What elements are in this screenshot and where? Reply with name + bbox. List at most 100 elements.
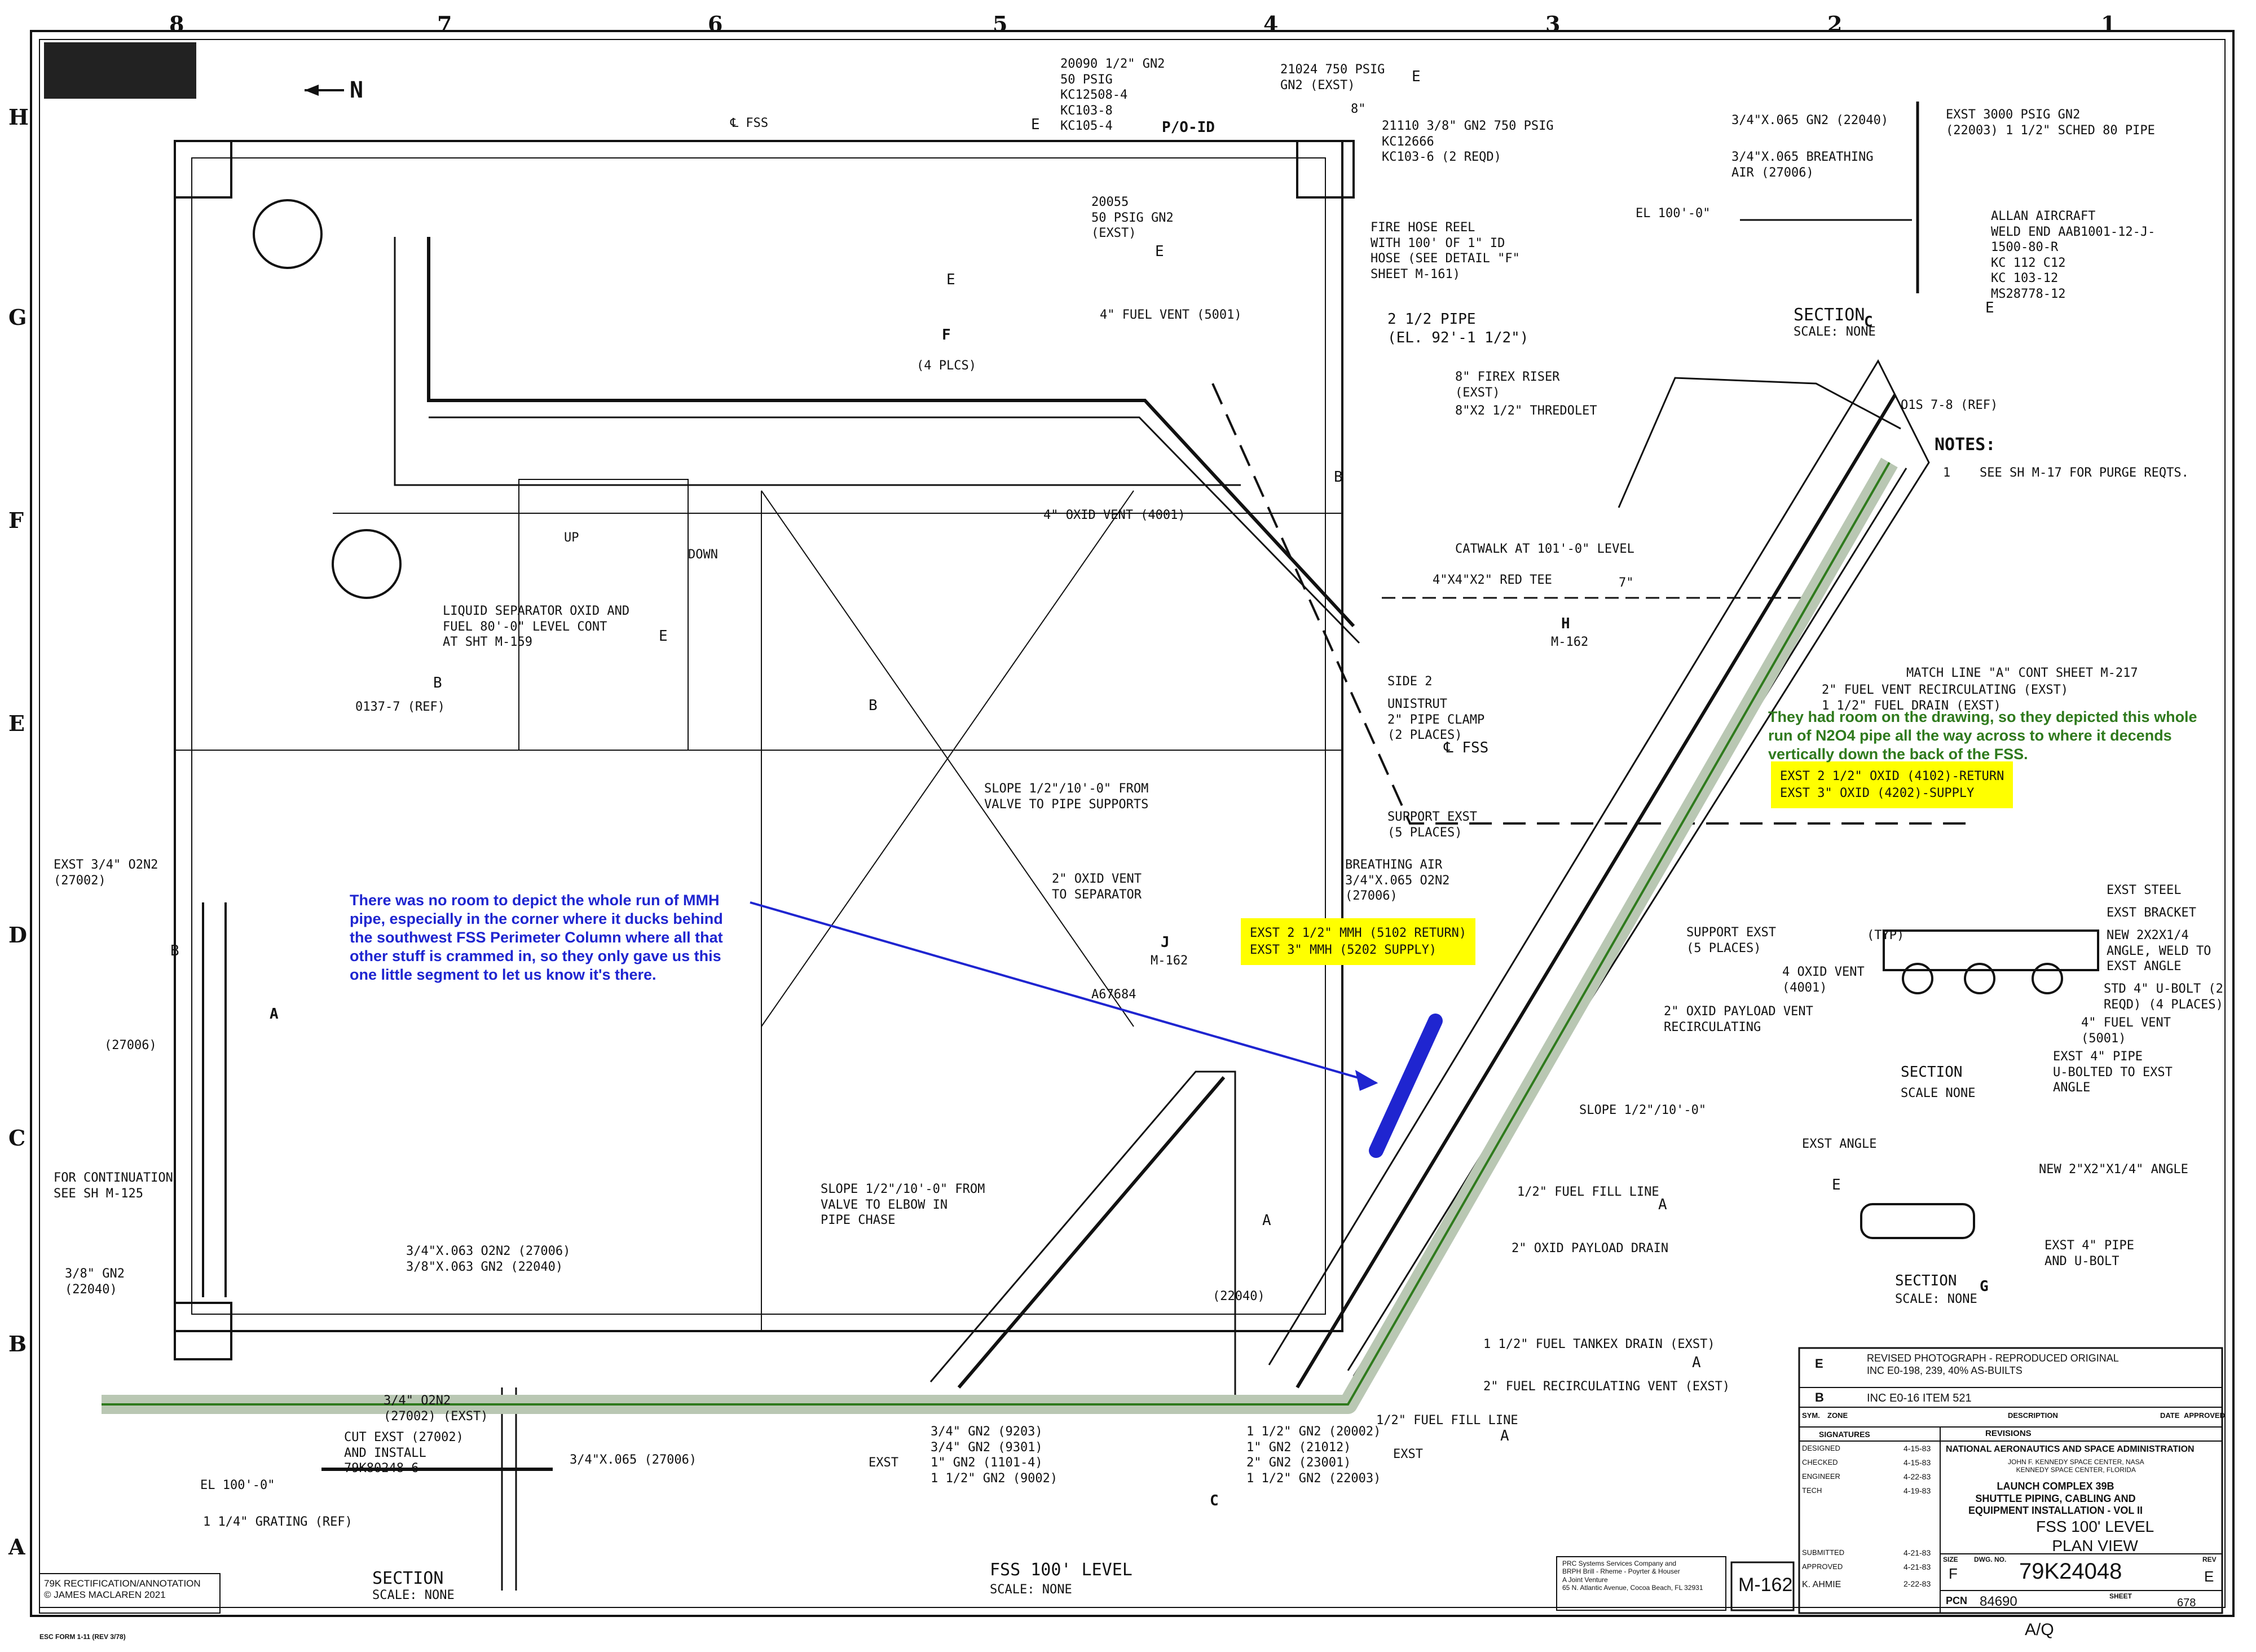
exst-4-pipe-2-label: EXST 4" PIPE AND U-BOLT [2044,1239,2134,1268]
section-a-scale: SCALE: NONE [372,1588,455,1602]
rev-marker-b: B [1334,469,1343,486]
a67684-label: A67684 [1091,988,1136,1002]
section-g-title: SECTION [1895,1272,1957,1289]
rev-b-sym: B [1815,1390,1824,1404]
fuel-fill-line-label: 1/2" FUEL FILL LINE [1517,1185,1659,1199]
col-mark-8: 8 [169,11,184,37]
rev-marker-b: B [433,675,442,691]
exst-left-list: 3/4" GN2 (9203) 3/4" GN2 (9301) 1" GN2 (… [931,1425,1058,1486]
firex-riser-label: 8" FIREX RISER (EXST) [1455,370,1560,400]
side-2-label: SIDE 2 [1387,675,1433,689]
sig-approved: APPROVED [1802,1562,1843,1571]
dwg-no-label: DWG. NO. [1974,1556,2007,1563]
sig-engineer: ENGINEER [1802,1472,1840,1481]
description-header: DESCRIPTION [2008,1411,2058,1420]
dim-8-label: 8" [1351,102,1366,116]
callout-g: G [1980,1278,1989,1295]
rev-e-sym: E [1815,1356,1823,1371]
dim-7-label: 7" [1619,576,1634,590]
oxid-highlight-box: EXST 2 1/2" OXID (4102)-RETURN EXST 3" O… [1771,761,2013,809]
row-mark-d: D [8,922,27,948]
section-c-title: SECTION [1794,305,1865,325]
rev-marker-e: E [1412,68,1421,85]
rev-marker-e: E [1031,116,1040,133]
rev-marker-b: B [170,942,179,959]
pcn-label: PCN [1946,1595,1968,1606]
gn2-20040-label: (22040) [1213,1289,1265,1303]
gn2-22040-top-label: 3/4"x.065 GN2 (22040) [1731,113,1889,127]
n27006-label: (27006) [104,1038,157,1052]
gn2-20055-label: 20055 50 PSIG GN2 (EXST) [1091,195,1174,240]
col-mark-5: 5 [993,11,1008,37]
row-mark-c: C [8,1125,26,1151]
unistrut-label: UNISTRUT 2" PIPE CLAMP (2 PLACES) [1387,697,1485,742]
contractor-block: PRC Systems Services Company and BRPH Br… [1562,1560,1703,1592]
match-line-label: MATCH LINE "A" CONT SHEET M-217 [1906,666,2138,680]
fss-100-scale: SCALE: NONE [990,1583,1072,1597]
slope-valve-label: SLOPE 1/2"/10'-0" FROM VALVE TO PIPE SUP… [984,782,1149,812]
typ-label: (TYP) [1867,928,1905,942]
rev-label: REV [2202,1556,2217,1563]
slope-chase-label: SLOPE 1/2"/10'-0" FROM VALVE TO ELBOW IN… [821,1182,985,1227]
exst-4-pipe-label: EXST 4" PIPE U-BOLTED TO EXST ANGLE [2053,1050,2173,1095]
sheet-border [30,30,2235,1617]
ubolt-label: STD 4" U-BOLT (2 REQD) (4 PLACES) [2104,982,2223,1012]
size-label: SIZE [1943,1556,1958,1563]
sig-designed: DESIGNED [1802,1444,1840,1452]
corner-page: A/Q [2025,1620,2054,1639]
thredolet-label: 8"x2 1/2" THREDOLET [1455,404,1597,418]
section-c-scale: SCALE: NONE [1794,325,1876,339]
new-angle-label: NEW 2x2x1/4 ANGLE, WELD TO EXST ANGLE [2107,928,2211,973]
fuel-recirc-vent-label: 2" FUEL RECIRCULATING VENT (EXST) [1483,1380,1730,1394]
breathing-air-label: BREATHING AIR 3/4"x.065 O2N2 (27006) [1345,858,1450,903]
rev-marker-b: B [869,697,878,714]
callout-c-right: C [1864,314,1873,331]
sig-tech: TECH [1802,1486,1822,1495]
center-name: JOHN F. KENNEDY SPACE CENTER, NASA KENNE… [2008,1458,2144,1474]
gn2-20090-label: 20090 1/2" GN2 50 PSIG KC12508-4 KC103-8… [1060,57,1165,133]
note-1-marker: 1 [1943,466,1951,480]
col-mark-6: 6 [708,11,723,37]
row-mark-e: E [8,711,25,736]
col-mark-4: 4 [1263,11,1279,37]
sig-date-4: 4-19-83 [1903,1486,1931,1495]
fuel-vent-recirc-label: 2" FUEL VENT RECIRCULATING (EXST) 1 1/2"… [1822,683,2069,713]
callout-h-sheet: M-162 [1551,635,1589,649]
rev-marker-e: E [946,271,955,288]
sig-date-5: 4-21-83 [1903,1548,1931,1557]
liquid-separator-label: LIQUID SEPARATOR OXID AND FUEL 80'-0" LE… [443,604,630,649]
callout-j-sheet: M-162 [1151,954,1188,968]
allan-label: ALLAN AIRCRAFT WELD END AAB1001-12-J- 15… [1991,209,2156,301]
sig-checked: CHECKED [1802,1458,1838,1466]
red-tee-label: 4"x4"x2" RED TEE [1433,573,1552,587]
oxid-vent-separator-label: 2" OXID VENT TO SEPARATOR [1052,872,1142,902]
pcn-value: 84690 [1980,1594,2017,1609]
fuel-vent-label: 4" FUEL VENT (5001) [1100,308,1242,322]
stair-down-label: DOWN [688,548,718,562]
sig-date-3: 4-22-83 [1903,1472,1931,1481]
el-100-top-label: EL 100'-0" [1636,206,1711,221]
signatures-header: SIGNATURES [1819,1430,1870,1439]
exst-right-list: 1 1/2" GN2 (20002) 1" GN2 (21012) 2" GN2… [1246,1425,1381,1486]
exst-right-label: EXST [1393,1447,1423,1461]
fss-centerline-mid: ℄ FSS [1444,739,1489,756]
support-exst-5-label: SUPPORT EXST (5 PLACES) [1387,810,1477,840]
oxid-payload-drain-label: 2" OXID PAYLOAD DRAIN [1512,1241,1669,1255]
dwg-no: 79K24048 [2019,1559,2122,1584]
o2n2-bottom-label: 3/4"x.063 O2N2 (27006) 3/8"x.063 GN2 (22… [406,1244,571,1274]
sheet-value: 678 [2177,1597,2196,1609]
row-mark-f: F [8,508,24,533]
rev-marker-a: A [1262,1212,1271,1229]
section-f-title: SECTION [1901,1064,1963,1081]
n2o4-pipe-outline [102,462,1891,1406]
mmh-annotation: There was no room to depict the whole ru… [350,892,723,983]
p-o-id-label: P/O-ID [1162,119,1215,136]
sect-a-065-label: 3/4"x.065 (27006) [570,1453,697,1467]
exst-o2n2-label: EXST 3/4" O2N2 (27002) [54,858,158,888]
section-g-scale: SCALE: NONE [1895,1292,1977,1306]
rev-marker-e: E [1985,299,1994,316]
oxid-vent-label: 4" OXID VENT (4001) [1043,508,1186,522]
drawing-title: FSS 100' LEVEL PLAN VIEW [2036,1518,2154,1554]
callout-j: J [1161,934,1170,951]
